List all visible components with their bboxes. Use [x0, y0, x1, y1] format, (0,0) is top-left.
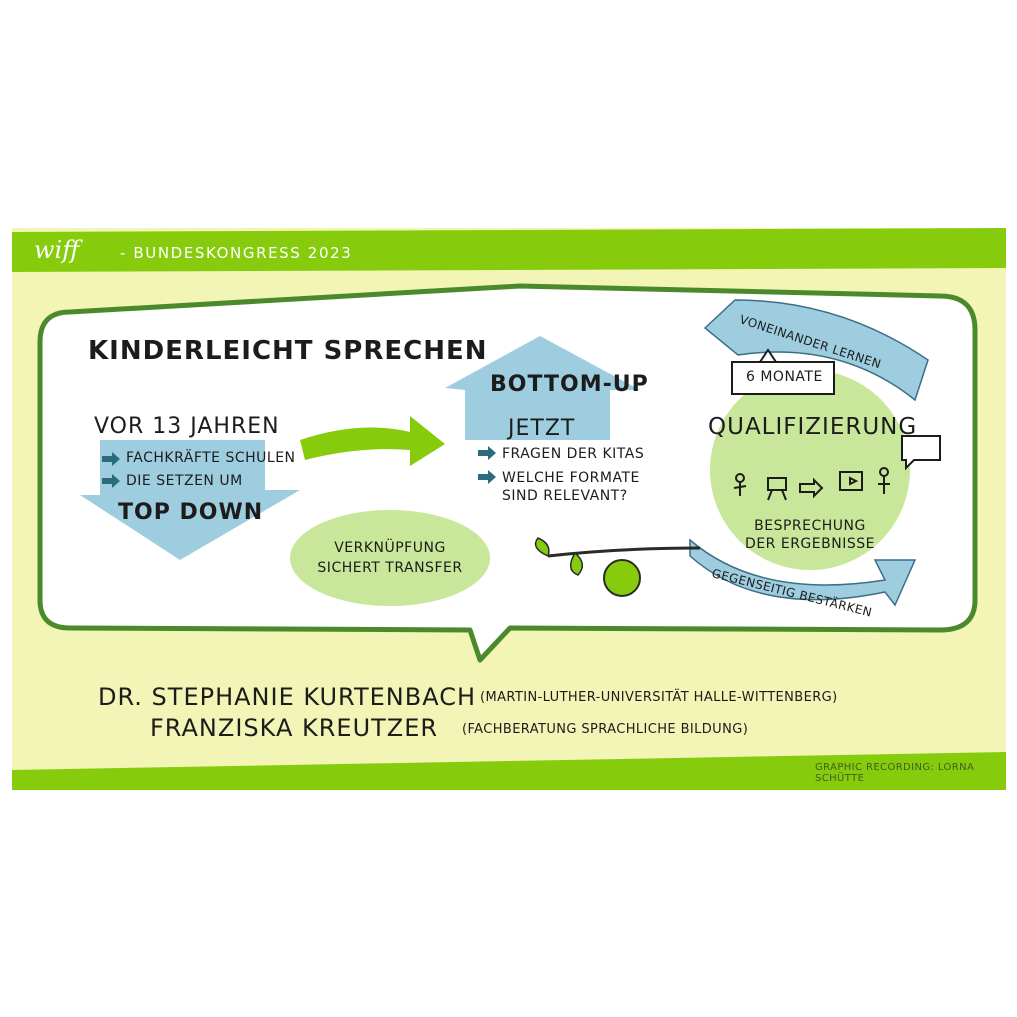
middle-item-2: WELCHE FORMATE [502, 470, 640, 486]
middle-item-1: FRAGEN DER KITAS [502, 446, 645, 462]
months-badge-label: 6 MONATE [746, 369, 823, 385]
header-brand: wiff [34, 236, 80, 264]
note-line-1: BESPRECHUNG [754, 518, 866, 534]
left-heading: VOR 13 JAHREN [94, 414, 280, 439]
top-down-label: TOP DOWN [118, 500, 264, 525]
top-curved-arrow [703, 299, 929, 402]
top-down-arrow [80, 440, 300, 560]
bottom-up-arrow [445, 336, 640, 440]
speaker-2-affiliation: (FACHBERATUNG SPRACHLICHE BILDUNG) [462, 722, 749, 737]
main-title: KINDERLEICHT SPRECHEN [88, 336, 488, 366]
speaker-1-name: DR. STEPHANIE KURTENBACH [98, 683, 477, 711]
left-item-1: FACHKRÄFTE SCHULEN [126, 450, 296, 466]
bottom-up-label: BOTTOM-UP [490, 372, 649, 397]
leaf [534, 537, 550, 558]
bottom-curved-arrow [689, 538, 917, 607]
footer-band [12, 752, 1006, 790]
green-arrow [300, 416, 445, 466]
chat-icon [901, 435, 941, 471]
leaf [569, 551, 584, 576]
months-badge [731, 348, 835, 395]
transfer-line-1: VERKNÜPFUNG [334, 540, 446, 556]
speaker-1-affiliation: (MARTIN-LUTHER-UNIVERSITÄT HALLE-WITTENB… [480, 690, 838, 705]
note-line-2: DER ERGEBNISSE [745, 536, 875, 552]
left-item-2: DIE SETZEN UM [126, 473, 243, 489]
process-icons [733, 467, 890, 501]
transfer-line-2: SICHERT TRANSFER [317, 560, 463, 576]
middle-heading: JETZT [508, 416, 576, 441]
transfer-bubble [290, 510, 490, 606]
speaker-2-name: FRANZISKA KREUTZER [150, 714, 439, 742]
qualifizierung-circle [710, 370, 910, 570]
qualifizierung-heading: QUALIFIZIERUNG [708, 414, 918, 440]
credit: GRAPHIC RECORDING: LORNA SCHÜTTE [815, 762, 975, 784]
apple [603, 559, 641, 597]
middle-item-3: SIND RELEVANT? [502, 488, 628, 504]
bullet-arrows [102, 446, 496, 488]
header-band [12, 228, 1006, 272]
branch [547, 546, 701, 558]
header-title: - BUNDESKONGRESS 2023 [120, 244, 353, 262]
